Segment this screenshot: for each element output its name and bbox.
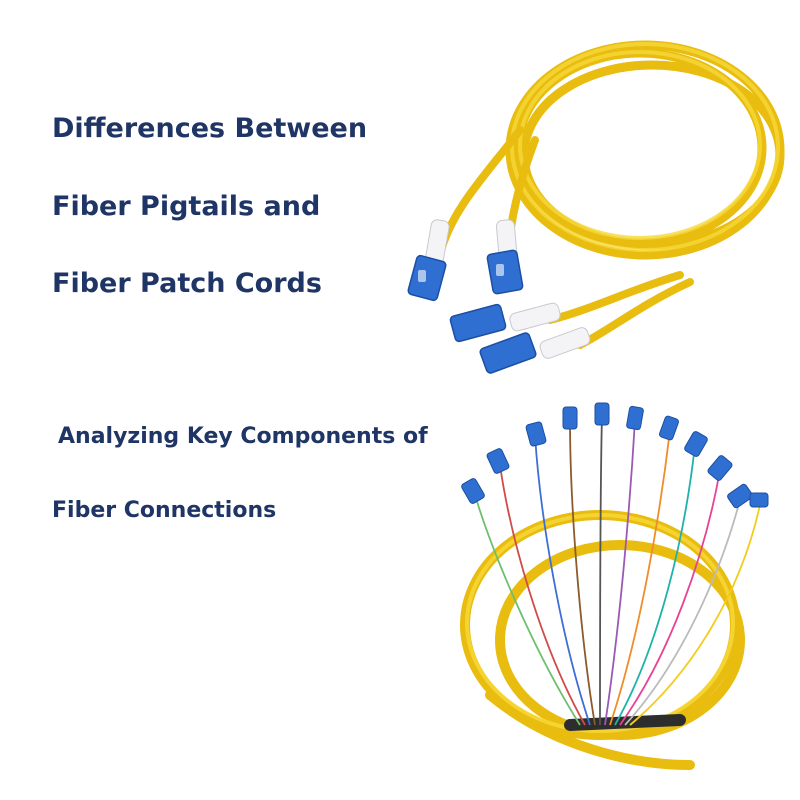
fiber-patch-cord-image	[407, 40, 785, 374]
fiber-pigtail-image	[460, 402, 769, 770]
title-line-3: Fiber Patch Cords	[52, 268, 322, 299]
title-line-2: Fiber Pigtails and	[52, 191, 321, 222]
subtitle-line-2: Fiber Connections	[52, 498, 277, 523]
title-line-1: Differences Between	[52, 113, 368, 144]
subtitle-line-1: Analyzing Key Components of	[58, 424, 428, 449]
